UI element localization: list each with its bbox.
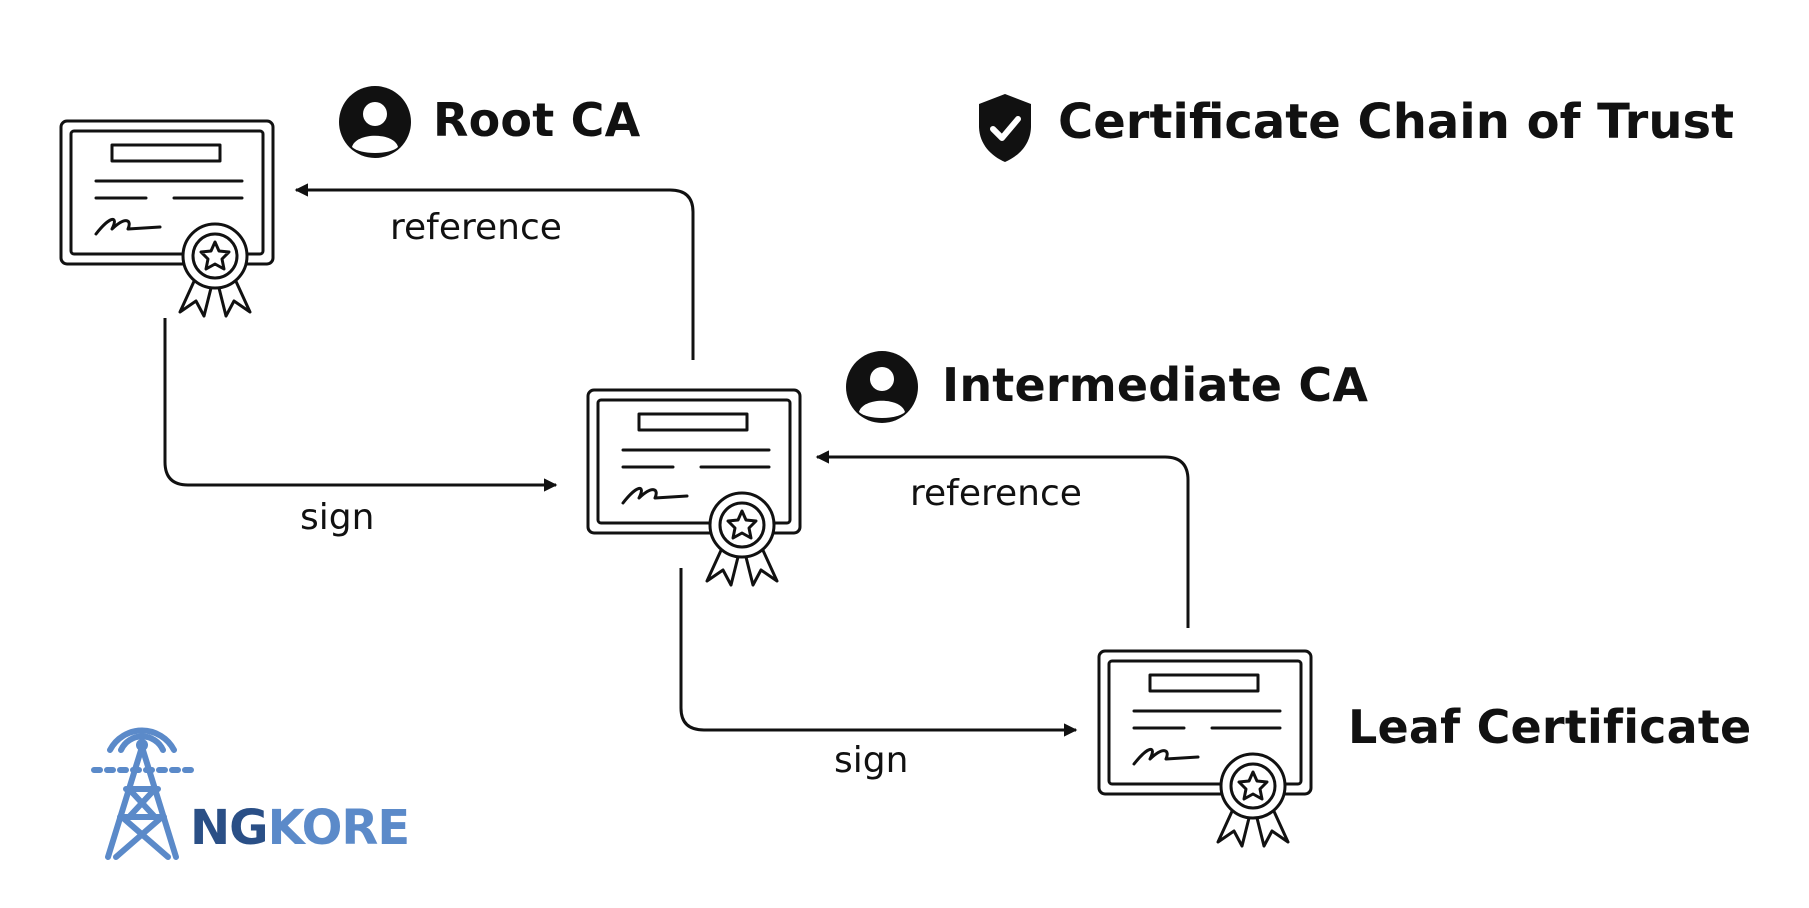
root-ca-user-icon	[339, 86, 411, 158]
edge-intermediate-reference	[294, 183, 695, 360]
leaf-certificate-icon	[1097, 649, 1313, 848]
ngkore-logo-text: NGKORE	[190, 800, 411, 856]
edge-label-leaf-reference: reference	[910, 473, 1082, 514]
edge-label-intermediate-reference: reference	[390, 207, 562, 248]
root-ca-label: Root CA	[433, 93, 641, 147]
edge-leaf-reference	[815, 450, 1190, 628]
shield-check-icon	[979, 94, 1031, 162]
ngkore-logo-text-ng: NG	[190, 800, 269, 856]
diagram-title: Certificate Chain of Trust	[1058, 94, 1735, 150]
edge-intermediate-sign	[679, 568, 1078, 737]
ngkore-tower-logo-icon	[91, 727, 195, 860]
root-certificate-icon	[59, 119, 275, 318]
leaf-certificate-label: Leaf Certificate	[1348, 700, 1752, 754]
edge-label-intermediate-sign: sign	[834, 740, 909, 781]
intermediate-ca-label: Intermediate CA	[942, 358, 1369, 412]
intermediate-certificate-icon	[586, 388, 802, 587]
edge-label-root-sign: sign	[300, 497, 375, 538]
edge-root-sign	[163, 318, 558, 492]
intermediate-ca-user-icon	[846, 351, 918, 423]
ngkore-logo-text-kore: KORE	[267, 800, 411, 856]
